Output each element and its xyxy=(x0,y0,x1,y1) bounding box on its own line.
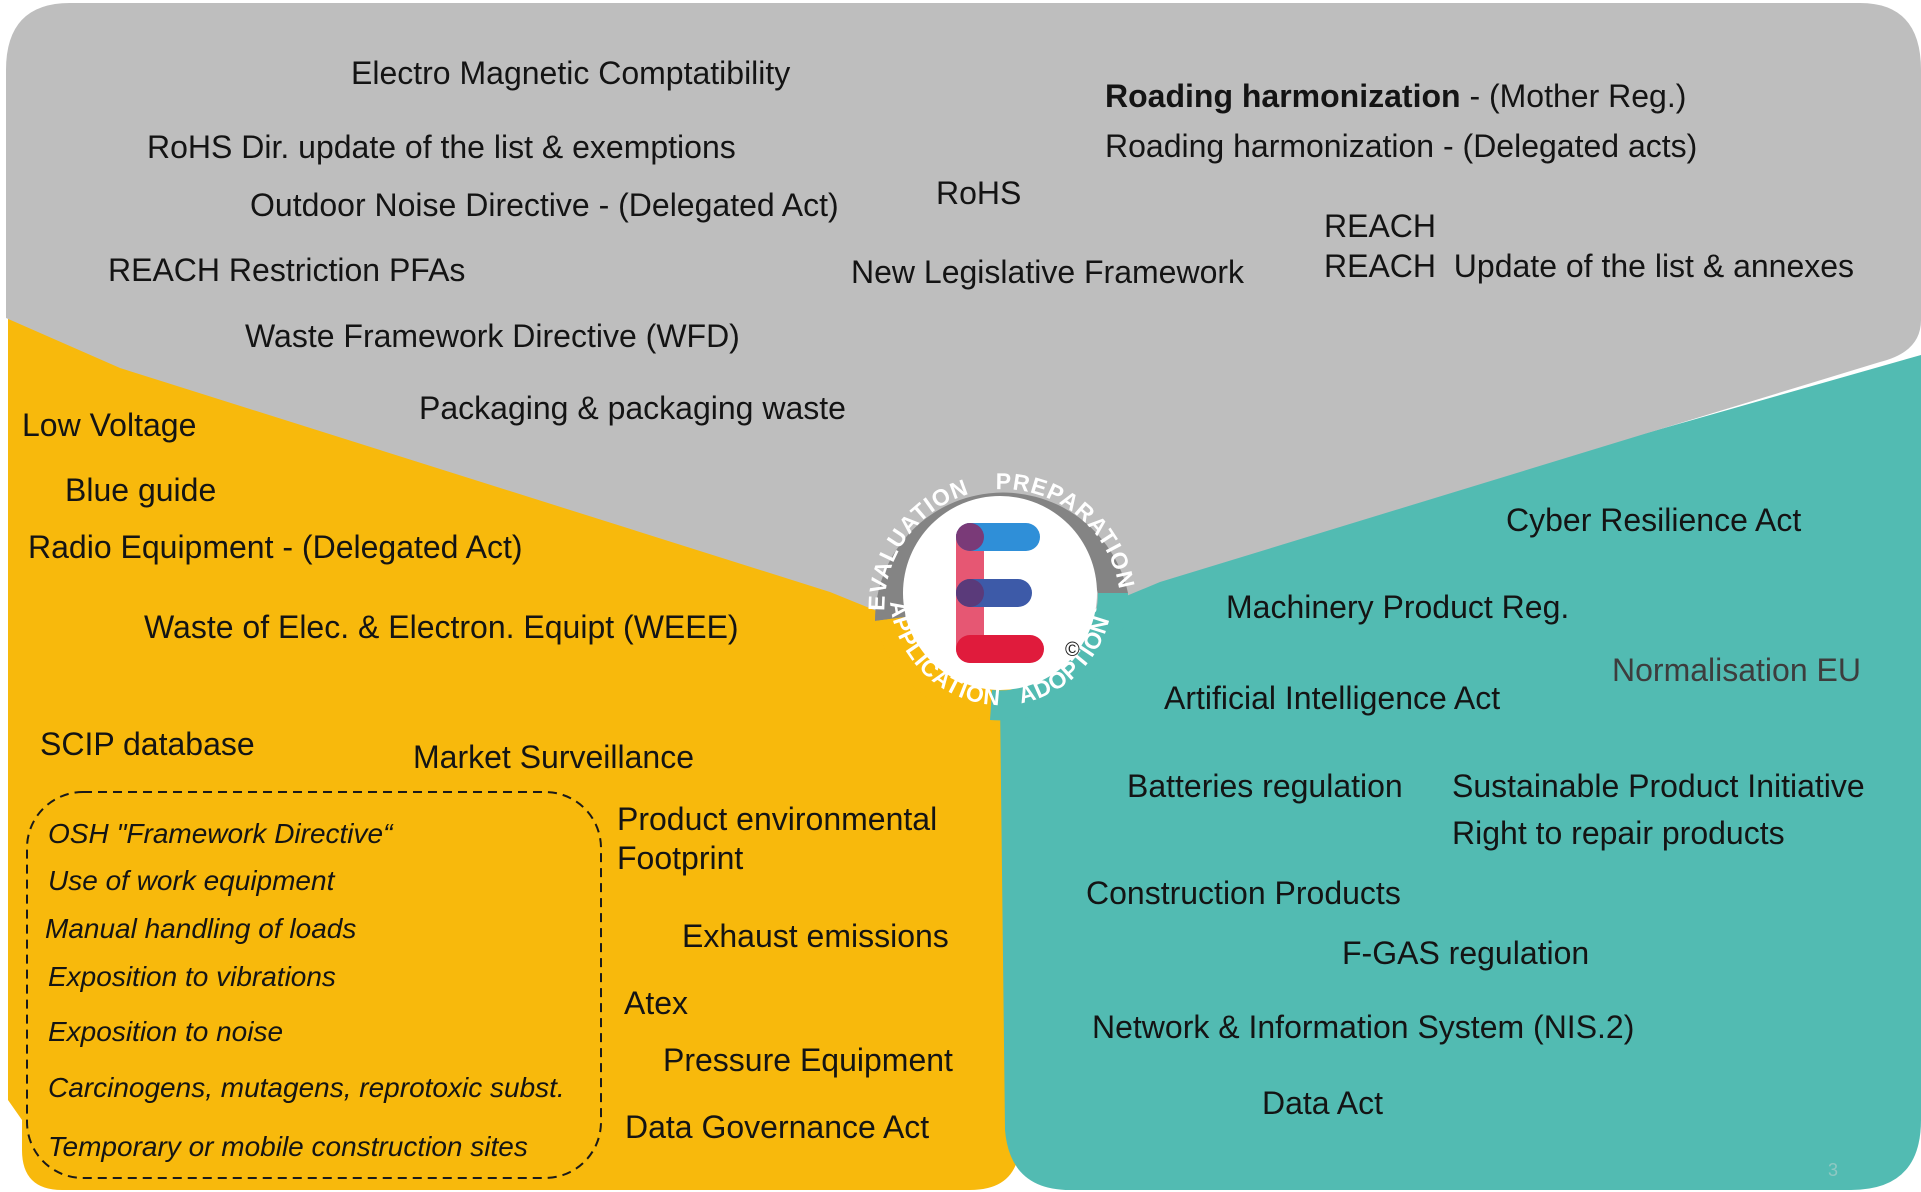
adoption-ring xyxy=(990,593,1128,721)
rohs-update-label: RoHS Dir. update of the list & exemption… xyxy=(147,129,736,165)
construction-products-label: Construction Products xyxy=(1086,875,1401,911)
reach-label: REACH xyxy=(1324,208,1437,244)
data-governance-label: Data Governance Act xyxy=(625,1109,930,1145)
cyber-resilience-label: Cyber Resilience Act xyxy=(1506,502,1802,538)
pef-label-line1: Product environmental xyxy=(617,801,938,837)
osh-dashed-box xyxy=(26,791,602,1179)
cycle-logo: EVALUATION PREPARATION APPLICATION ADOPT… xyxy=(863,468,1139,721)
osh-item: Temporary or mobile construction sites xyxy=(48,1131,528,1162)
osh-item: Carcinogens, mutagens, reprotoxic subst. xyxy=(48,1072,565,1103)
pressure-equipment-label: Pressure Equipment xyxy=(663,1042,953,1078)
fgas-label: F-GAS regulation xyxy=(1342,935,1590,971)
reach-pfas-label: REACH Restriction PFAs xyxy=(108,252,466,288)
wfd-label: Waste Framework Directive (WFD) xyxy=(245,318,740,354)
page-number: 3 xyxy=(1828,1160,1839,1180)
machinery-label: Machinery Product Reg. xyxy=(1226,589,1570,625)
roading-mother-rest: - (Mother Reg.) xyxy=(1460,78,1687,114)
right-to-repair-label: Right to repair products xyxy=(1452,815,1785,851)
osh-item: Manual handling of loads xyxy=(45,913,357,944)
osh-item: OSH "Framework Directive“ xyxy=(48,818,393,849)
nis2-label: Network & Information System (NIS.2) xyxy=(1092,1009,1635,1045)
pef-label-line2: Footprint xyxy=(617,840,744,876)
osh-item: Exposition to vibrations xyxy=(48,961,336,992)
yellow-panel xyxy=(8,300,1020,1190)
blue-guide-label: Blue guide xyxy=(65,472,217,508)
roading-delegated-label: Roading harmonization - (Delegated acts) xyxy=(1105,128,1698,164)
market-surveillance-label: Market Surveillance xyxy=(413,739,694,775)
e-logo-mark xyxy=(956,523,1044,663)
roading-mother-label: Roading harmonization - (Mother Reg.) xyxy=(1105,78,1686,115)
reach-update-label: REACH Update of the list & annexes xyxy=(1324,248,1855,284)
normalisation-label: Normalisation EU xyxy=(1612,652,1861,688)
radio-equipment-label: Radio Equipment - (Delegated Act) xyxy=(28,529,523,565)
exhaust-label: Exhaust emissions xyxy=(682,918,949,954)
nlf-label: New Legislative Framework xyxy=(851,254,1245,290)
osh-item: Exposition to noise xyxy=(48,1016,284,1047)
emc-label: Electro Magnetic Comptatibility xyxy=(351,55,791,91)
noise-directive-label: Outdoor Noise Directive - (Delegated Act… xyxy=(250,187,839,223)
batteries-label: Batteries regulation xyxy=(1127,768,1403,804)
atex-label: Atex xyxy=(624,985,689,1021)
teal-panel xyxy=(1000,355,1921,1190)
packaging-label: Packaging & packaging waste xyxy=(419,390,846,426)
scip-label: SCIP database xyxy=(40,726,255,762)
gray-panel xyxy=(6,3,1921,655)
spi-label: Sustainable Product Initiative xyxy=(1452,768,1865,804)
copyright-mark: © xyxy=(1065,639,1080,661)
rohs-label: RoHS xyxy=(936,175,1022,211)
data-act-label: Data Act xyxy=(1262,1085,1383,1121)
osh-item: Use of work equipment xyxy=(48,865,335,896)
low-voltage-label: Low Voltage xyxy=(22,407,197,443)
roading-mother-bold: Roading harmonization xyxy=(1105,78,1461,114)
ai-act-label: Artificial Intelligence Act xyxy=(1164,680,1501,716)
weee-label: Waste of Elec. & Electron. Equipt (WEEE) xyxy=(144,609,739,645)
application-ring xyxy=(875,617,992,720)
